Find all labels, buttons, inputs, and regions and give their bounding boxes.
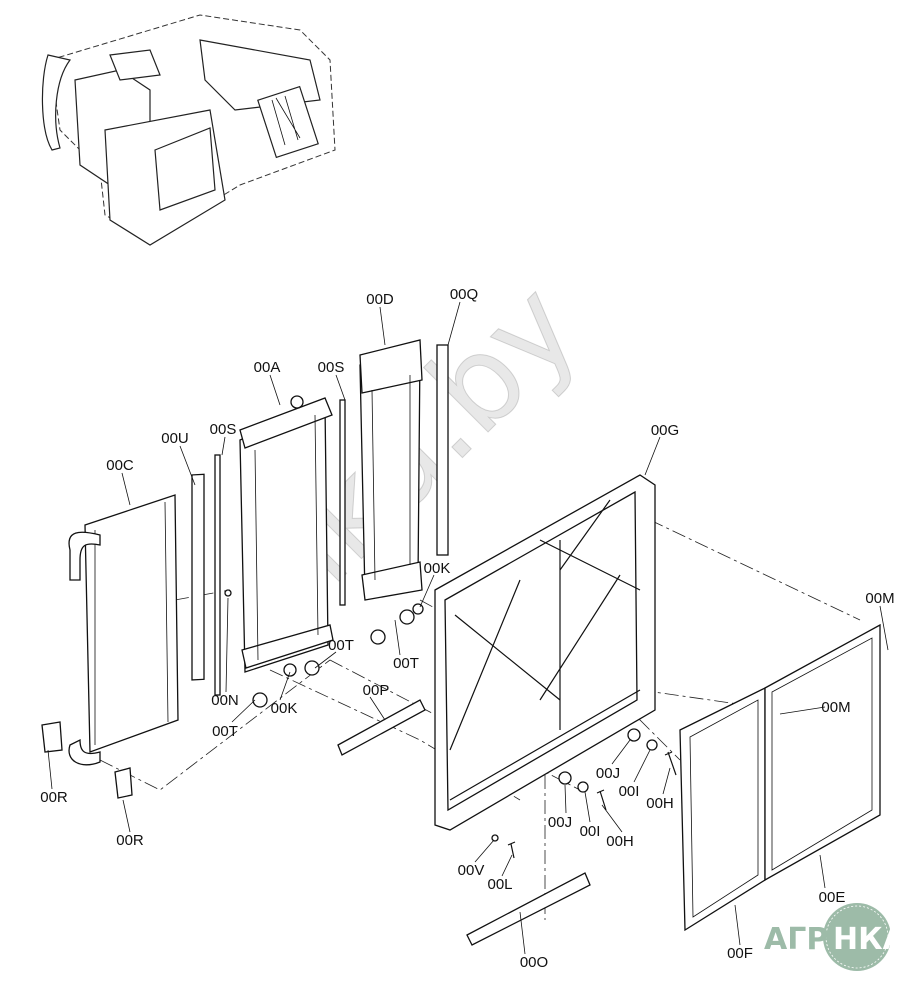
radiator-00C (41, 494, 179, 799)
machine-cabin-sketch (41, 14, 336, 246)
label-00R: 00R (116, 832, 144, 849)
seal-00U (191, 473, 205, 681)
label-00T: 00T (393, 655, 419, 672)
label-00I: 00I (580, 823, 601, 840)
radiator-00A (239, 395, 334, 673)
leader-lines (47, 301, 889, 955)
label-00F: 00F (727, 945, 753, 962)
panels (679, 623, 881, 932)
label-00P: 00P (363, 682, 390, 699)
label-00D: 00D (366, 291, 394, 308)
label-00U: 00U (161, 430, 189, 447)
label-00C: 00C (106, 457, 134, 474)
label-00R: 00R (40, 789, 68, 806)
label-00S: 00S (318, 359, 345, 376)
logo-text-right: НКА (833, 922, 907, 957)
label-00I: 00I (619, 783, 640, 800)
label-00E: 00E (819, 889, 846, 906)
label-00V: 00V (458, 862, 485, 879)
label-00S: 00S (210, 421, 237, 438)
bushings (224, 589, 424, 708)
seal-00Q (436, 344, 449, 556)
label-00M: 00M (821, 699, 850, 716)
oil-cooler-00D (359, 339, 423, 601)
label-00K: 00K (424, 560, 451, 577)
seal-00S-left (214, 454, 221, 696)
label-00K: 00K (271, 700, 298, 717)
label-00T: 00T (212, 723, 238, 740)
seal-00S-right (339, 399, 346, 606)
agronka-logo: АГРО НКА (764, 903, 907, 971)
label-00M: 00M (865, 590, 894, 607)
part-labels: 00D 00Q 00A 00S 00S 00U 00C 00G 00K 00M … (40, 286, 894, 971)
label-00T: 00T (328, 637, 354, 654)
label-00Q: 00Q (450, 286, 478, 303)
label-00O: 00O (520, 954, 548, 971)
label-00N: 00N (211, 692, 239, 709)
label-00H: 00H (646, 795, 674, 812)
label-00J: 00J (596, 765, 620, 782)
frame-00G (434, 474, 656, 831)
logo-text-left: АГРО (764, 922, 854, 957)
label-00H: 00H (606, 833, 634, 850)
label-00J: 00J (548, 814, 572, 831)
fasteners (491, 728, 677, 859)
label-00A: 00A (254, 359, 281, 376)
bar-00O (466, 872, 591, 946)
label-00G: 00G (651, 422, 679, 439)
bar-00P (337, 699, 426, 756)
label-00L: 00L (487, 876, 512, 893)
